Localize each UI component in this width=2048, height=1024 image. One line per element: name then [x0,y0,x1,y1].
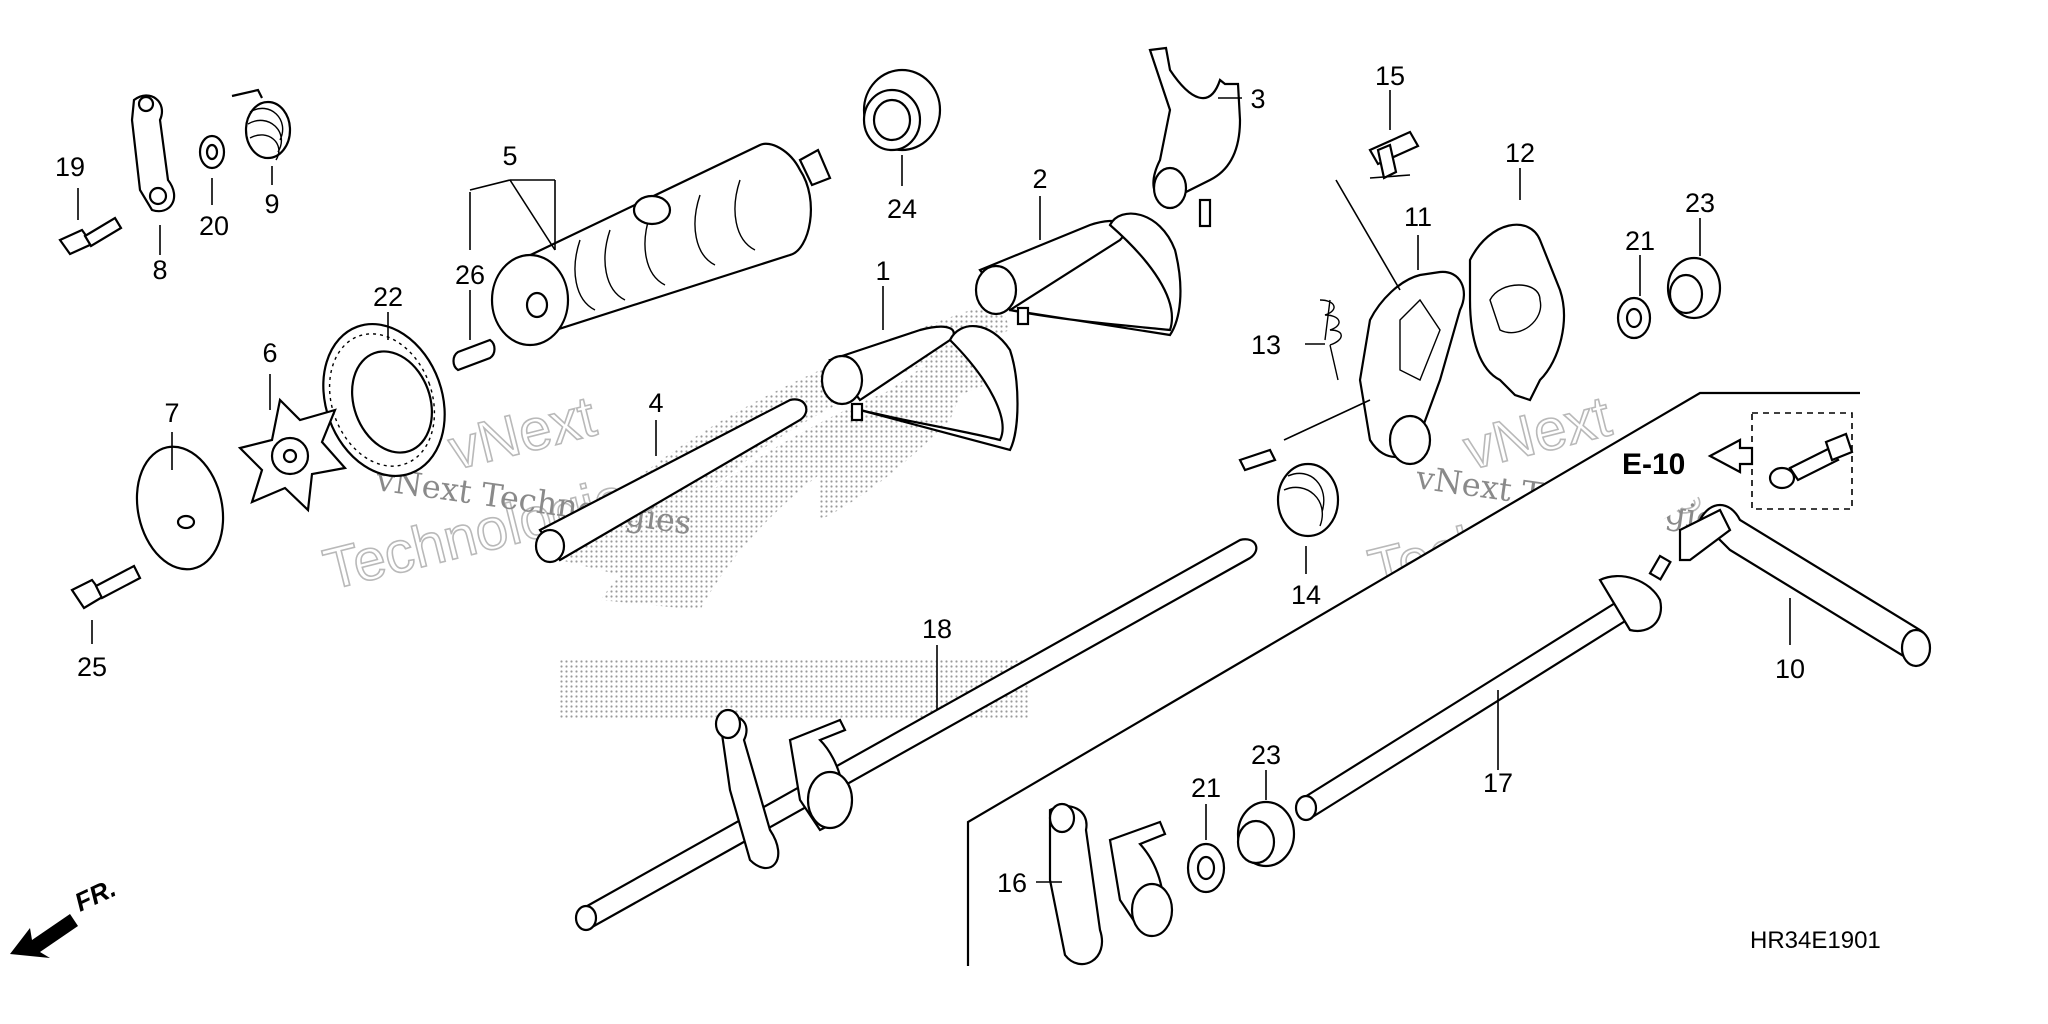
label-part-14: 14 [1291,580,1321,610]
label-part-10: 10 [1775,654,1805,684]
front-indicator: FR. [10,873,121,958]
label-part-18: 18 [922,614,952,644]
e10-reference[interactable]: E-10 [1622,438,1754,481]
part-2-shift-fork [974,212,1182,337]
label-part-2: 2 [1032,164,1047,194]
label-part-21-bottom: 21 [1191,773,1221,803]
part-14-spring [1238,448,1340,538]
label-part-21-top: 21 [1625,226,1655,256]
part-10-shift-shaft [1648,504,1932,668]
label-part-12: 12 [1505,138,1535,168]
part-8-lever [130,94,176,213]
part-6-star-cam [237,397,348,513]
label-part-16: 16 [997,868,1027,898]
watermark-name-left: vNext [442,384,602,483]
part-16-lever [1048,802,1174,966]
label-part-24: 24 [887,194,917,224]
label-part-1: 1 [875,256,890,286]
part-21-washer-top [1616,296,1652,340]
label-part-4: 4 [648,388,663,418]
part-1-shift-fork [820,325,1019,452]
label-part-23-top: 23 [1685,188,1715,218]
part-26-pin [452,338,496,372]
part-17-shaft [1294,575,1663,822]
label-part-17: 17 [1483,768,1513,798]
label-part-9: 9 [264,189,279,219]
section-border [966,391,1860,966]
part-9-spring [231,88,292,161]
part-11-plate [1358,270,1465,466]
label-part-15: 15 [1375,61,1405,91]
label-part-23-bottom: 23 [1251,740,1281,770]
part-21-washer-bottom [1186,842,1226,894]
part-3-shift-fork [1148,46,1242,228]
diagram-code: HR34E1901 [1750,927,1881,954]
label-part-13: 13 [1251,330,1281,360]
label-part-26: 26 [455,260,485,290]
part-25-bolt [70,564,142,610]
part-12-plate [1468,223,1566,402]
label-part-8: 8 [152,255,167,285]
part-labels: 1 2 3 4 5 6 7 8 9 10 11 12 13 14 15 16 1… [55,61,1805,898]
label-part-19: 19 [55,152,85,182]
label-part-7: 7 [164,398,179,428]
part-19-bolt [58,216,123,256]
label-part-25: 25 [77,652,107,682]
part-23-bearing-bottom [1236,800,1296,868]
part-22-bearing [322,322,446,478]
label-part-5: 5 [502,141,517,171]
label-part-11: 11 [1404,202,1432,232]
part-13-spring [1319,299,1342,381]
label-part-3: 3 [1250,84,1265,114]
part-4-rod [534,398,808,564]
part-20-washer [198,134,226,170]
e10-label[interactable]: E-10 [1622,448,1685,481]
part-7-plate [135,445,225,571]
front-label: FR. [70,873,121,918]
leader-lines [77,90,1791,883]
part-5-shift-drum [490,142,832,347]
part-24-bearing [862,68,942,152]
part-18-shaft [574,538,1258,932]
part-15-stud [1368,130,1420,180]
label-part-20: 20 [199,211,229,241]
inset-bolt [1768,432,1854,490]
part-23-bearing-top [1666,256,1722,320]
label-part-6: 6 [262,338,277,368]
label-part-22: 22 [373,282,403,312]
